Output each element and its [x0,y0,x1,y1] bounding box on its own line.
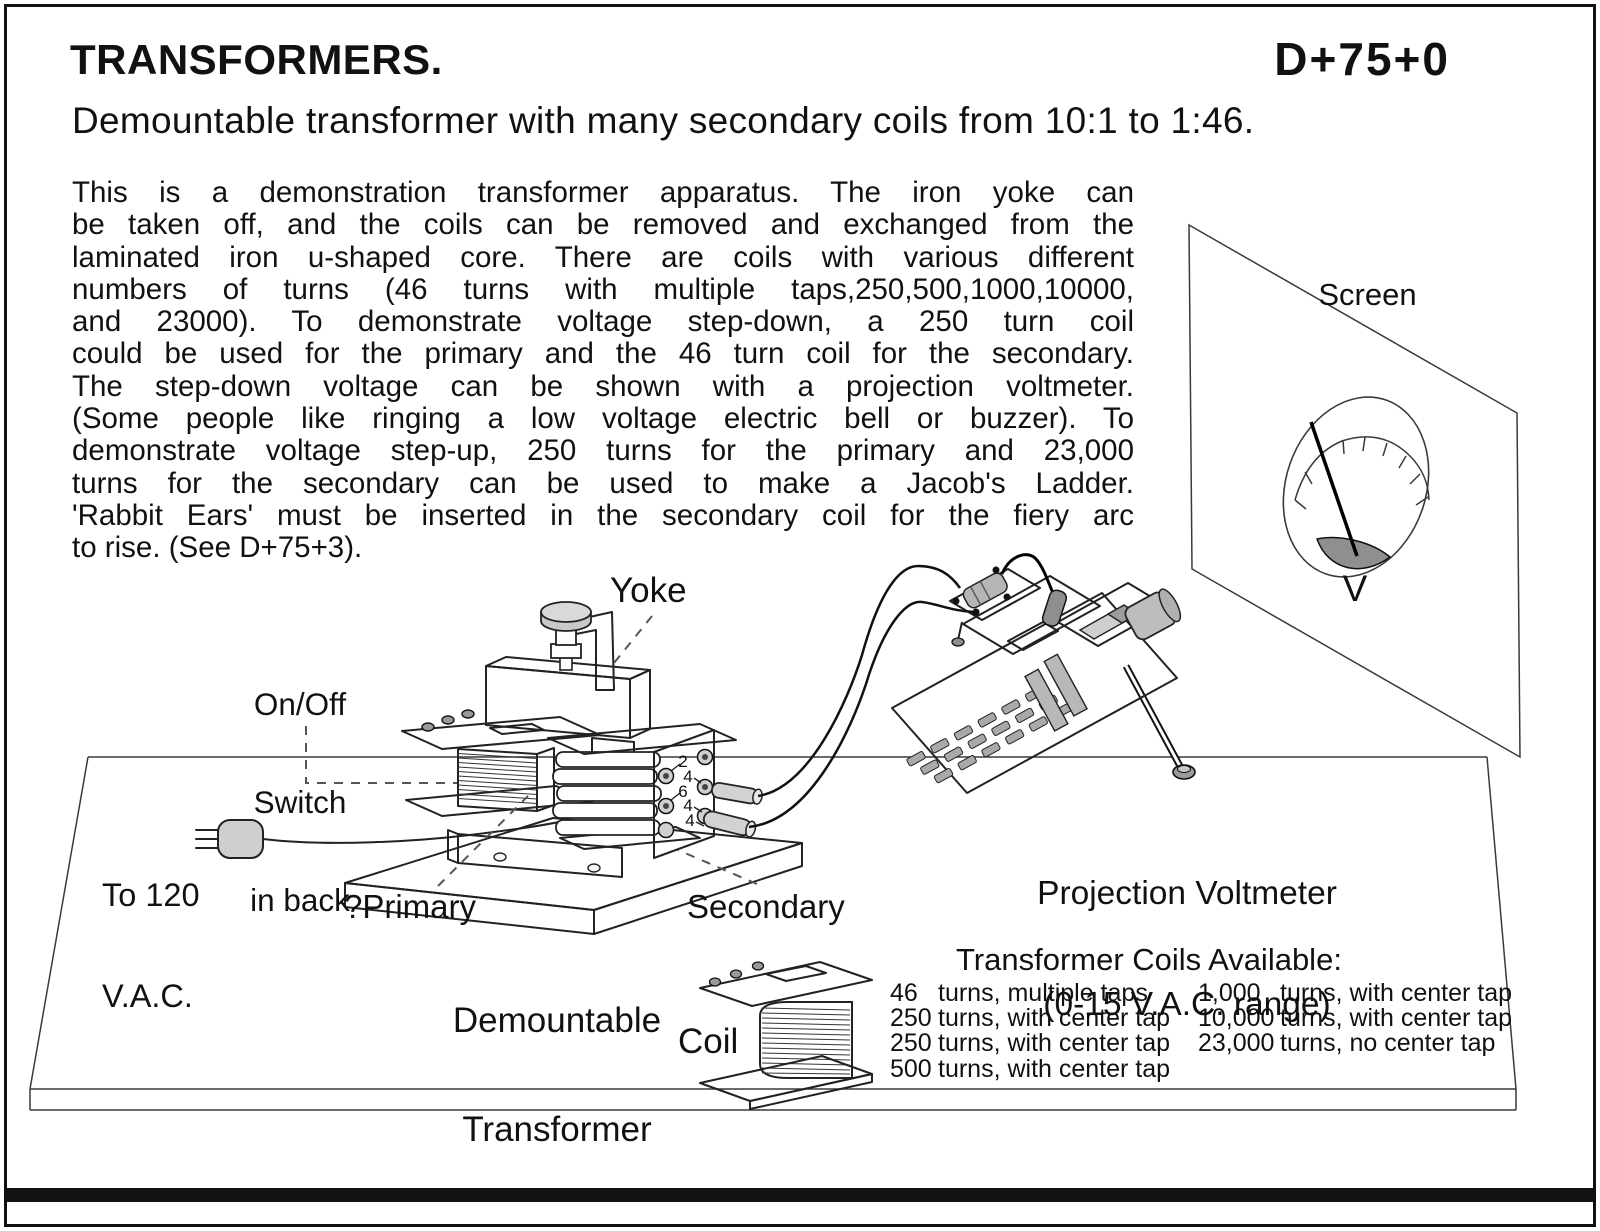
page-title: TRANSFORMERS. [70,36,443,83]
demountable-transformer: 2 4 6 4 4 [401,601,763,859]
body-line: turns for the secondary can be used to m… [72,466,1134,499]
demountable-transformer-label: Demountable Transformer [447,930,667,1221]
coil-turns: 500 [890,1054,932,1083]
pv-line: (0-15 V.A.C. range) [1043,986,1331,1023]
secondary-leader-line [677,849,758,885]
demountable-line: Transformer [462,1109,652,1149]
coil-turns: 23,000 [1198,1029,1275,1058]
coil-turns: 10,000 [1198,1004,1275,1033]
projector-stage [962,575,1101,655]
coil-turns: 1,000 [1198,979,1261,1007]
coil-turns: 250 [890,1029,932,1058]
secondary-coil: 2 4 6 4 4 [547,723,763,859]
body-line: laminated iron u-shaped core. There are … [72,240,1134,273]
coil-desc: turns, no center tap [1280,1029,1496,1058]
spare-coil-spool [699,961,873,1110]
secondary-label: Secondary [687,888,845,925]
onoff-switch-label: On/Off Switch in back [246,622,354,982]
meter-needle [1309,421,1359,557]
body-line: and 23000). To demonstrate voltage step-… [72,305,1134,338]
vent-slot [1043,653,1088,717]
vent-slot [1024,668,1069,732]
coil-desc: turns, multiple taps [938,979,1148,1007]
pv-line: Projection Voltmeter [1037,875,1337,912]
description-paragraph: This is a demonstration transformer appa… [72,176,1134,564]
coil-desc: turns, with center tap [1280,1004,1513,1033]
onoff-line: in back [250,882,350,918]
terminal-label: 4 [683,767,692,786]
meter-dark-wedge [1316,536,1392,570]
key-grid [906,653,1088,784]
module-wire [1000,553,1055,594]
leader-lines [437,615,758,887]
coils-available-heading: Transformer Coils Available: [956,942,1342,977]
meter-module [949,566,1041,647]
body-line: The step-down voltage can be shown with … [72,369,1134,403]
lab-table [29,756,1517,1111]
volt-unit-label: V [1342,568,1368,609]
projection-voltmeter-label: Projection Voltmeter (0-15 V.A.C. range) [1026,801,1348,1097]
transformer-base [344,817,803,935]
mains-line: V.A.C. [102,977,193,1014]
coil-list-item: 46 turns, multiple taps [890,979,1170,1007]
body-line: 'Rabbit Ears' must be inserted in the se… [72,498,1134,532]
meter-leads [748,564,975,829]
coil-desc: turns, with center tap [938,1004,1171,1033]
projection-voltmeter-device [891,553,1196,794]
connector-grip [1041,589,1068,627]
projected-voltmeter-face [1282,396,1430,578]
mains-label: To 120 V.A.C. [102,811,200,1081]
page-bottom-rule [7,1188,1593,1202]
onoff-line: Switch [253,783,347,820]
body-line: demonstrate voltage step-up, 250 turns f… [72,434,1134,467]
coil-desc: turns, with center tap [938,1029,1171,1058]
onoff-leader-line [305,726,457,784]
coil-desc: turns, with center tap [1280,979,1513,1007]
coil-turns: 250 [890,1004,932,1033]
primary-leader-line [437,795,529,887]
body-line: could be used for the primary and the 46… [72,337,1134,370]
mains-plug [195,819,564,859]
body-line: (Some people like ringing a low voltage … [72,402,1134,435]
body-line: This is a demonstration transformer appa… [72,176,1134,209]
onoff-line: On/Off [253,685,347,722]
catalog-code: D+75+0 [1274,33,1450,85]
clamp-screw [540,601,615,691]
coil-list-item: 1,000 turns, with center tap [1198,979,1513,1007]
primary-label: ?Primary [344,888,477,925]
terminal-label: 4 [685,811,694,830]
yoke-leader-line [609,615,653,669]
terminal-label: 6 [678,782,687,801]
body-line: be taken off, and the coils can be remov… [72,208,1134,241]
power-cord [262,820,564,844]
demountable-line: Demountable [452,1000,662,1040]
core-front-rail [457,833,623,878]
screen-label: Screen [1318,277,1417,312]
coil-label: Coil [678,1022,739,1061]
banana-plugs [702,781,763,838]
yoke-label: Yoke [610,571,687,610]
body-line: to rise. (See D+75+3). [72,531,363,564]
page-subtitle: Demountable transformer with many second… [72,100,1255,141]
binding-posts [657,748,714,839]
terminal-label: 4 [683,796,692,815]
projector-body [891,592,1178,794]
mains-line: To 120 [102,876,200,913]
projection-screen [1188,223,1521,759]
terminal-label: 2 [678,752,687,771]
thumbscrew-knob [540,601,592,623]
terminal-panel [653,729,715,859]
body-line: numbers of turns (46 turns with multiple… [72,272,1134,306]
coil-desc: turns, with center tap [938,1054,1171,1083]
lens-barrel [1124,588,1182,641]
coil-turns: 46 [890,979,918,1007]
